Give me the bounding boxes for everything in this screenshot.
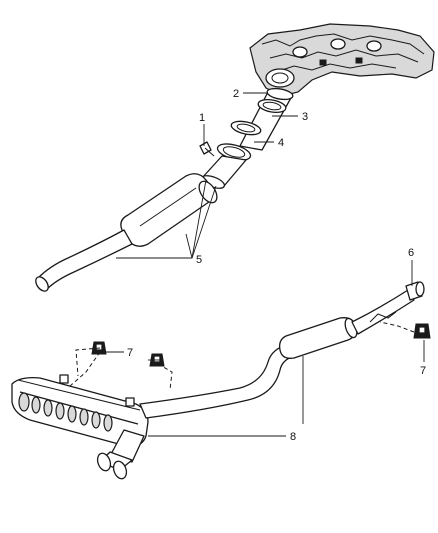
leader-lines [106,92,425,437]
front-pipe-tail [35,229,133,292]
rear-muffler [11,374,149,447]
isolator-right [413,323,431,339]
hanger-bracket [369,311,397,323]
callout-4: 4 [278,137,284,149]
intermediate-pipe [139,343,295,419]
isolator-hanger-lines [69,321,415,391]
gasket [230,120,262,136]
callout-8: 8 [290,431,296,443]
callout-6: 6 [408,247,414,259]
front-connecting-pipe [351,281,425,335]
bolt [199,141,215,157]
callout-1: 1 [199,112,205,124]
callout-2: 2 [233,88,239,100]
callout-7-left: 7 [127,347,133,359]
callout-5: 5 [196,254,202,266]
exhaust-manifold [249,23,435,97]
tail-pipe-tips [96,429,145,480]
callout-7-right: 7 [420,365,426,377]
resonator [278,317,358,359]
callout-3: 3 [302,111,308,123]
catalytic-converter-flange [200,143,252,189]
front-exhaust-pipe [239,87,294,151]
